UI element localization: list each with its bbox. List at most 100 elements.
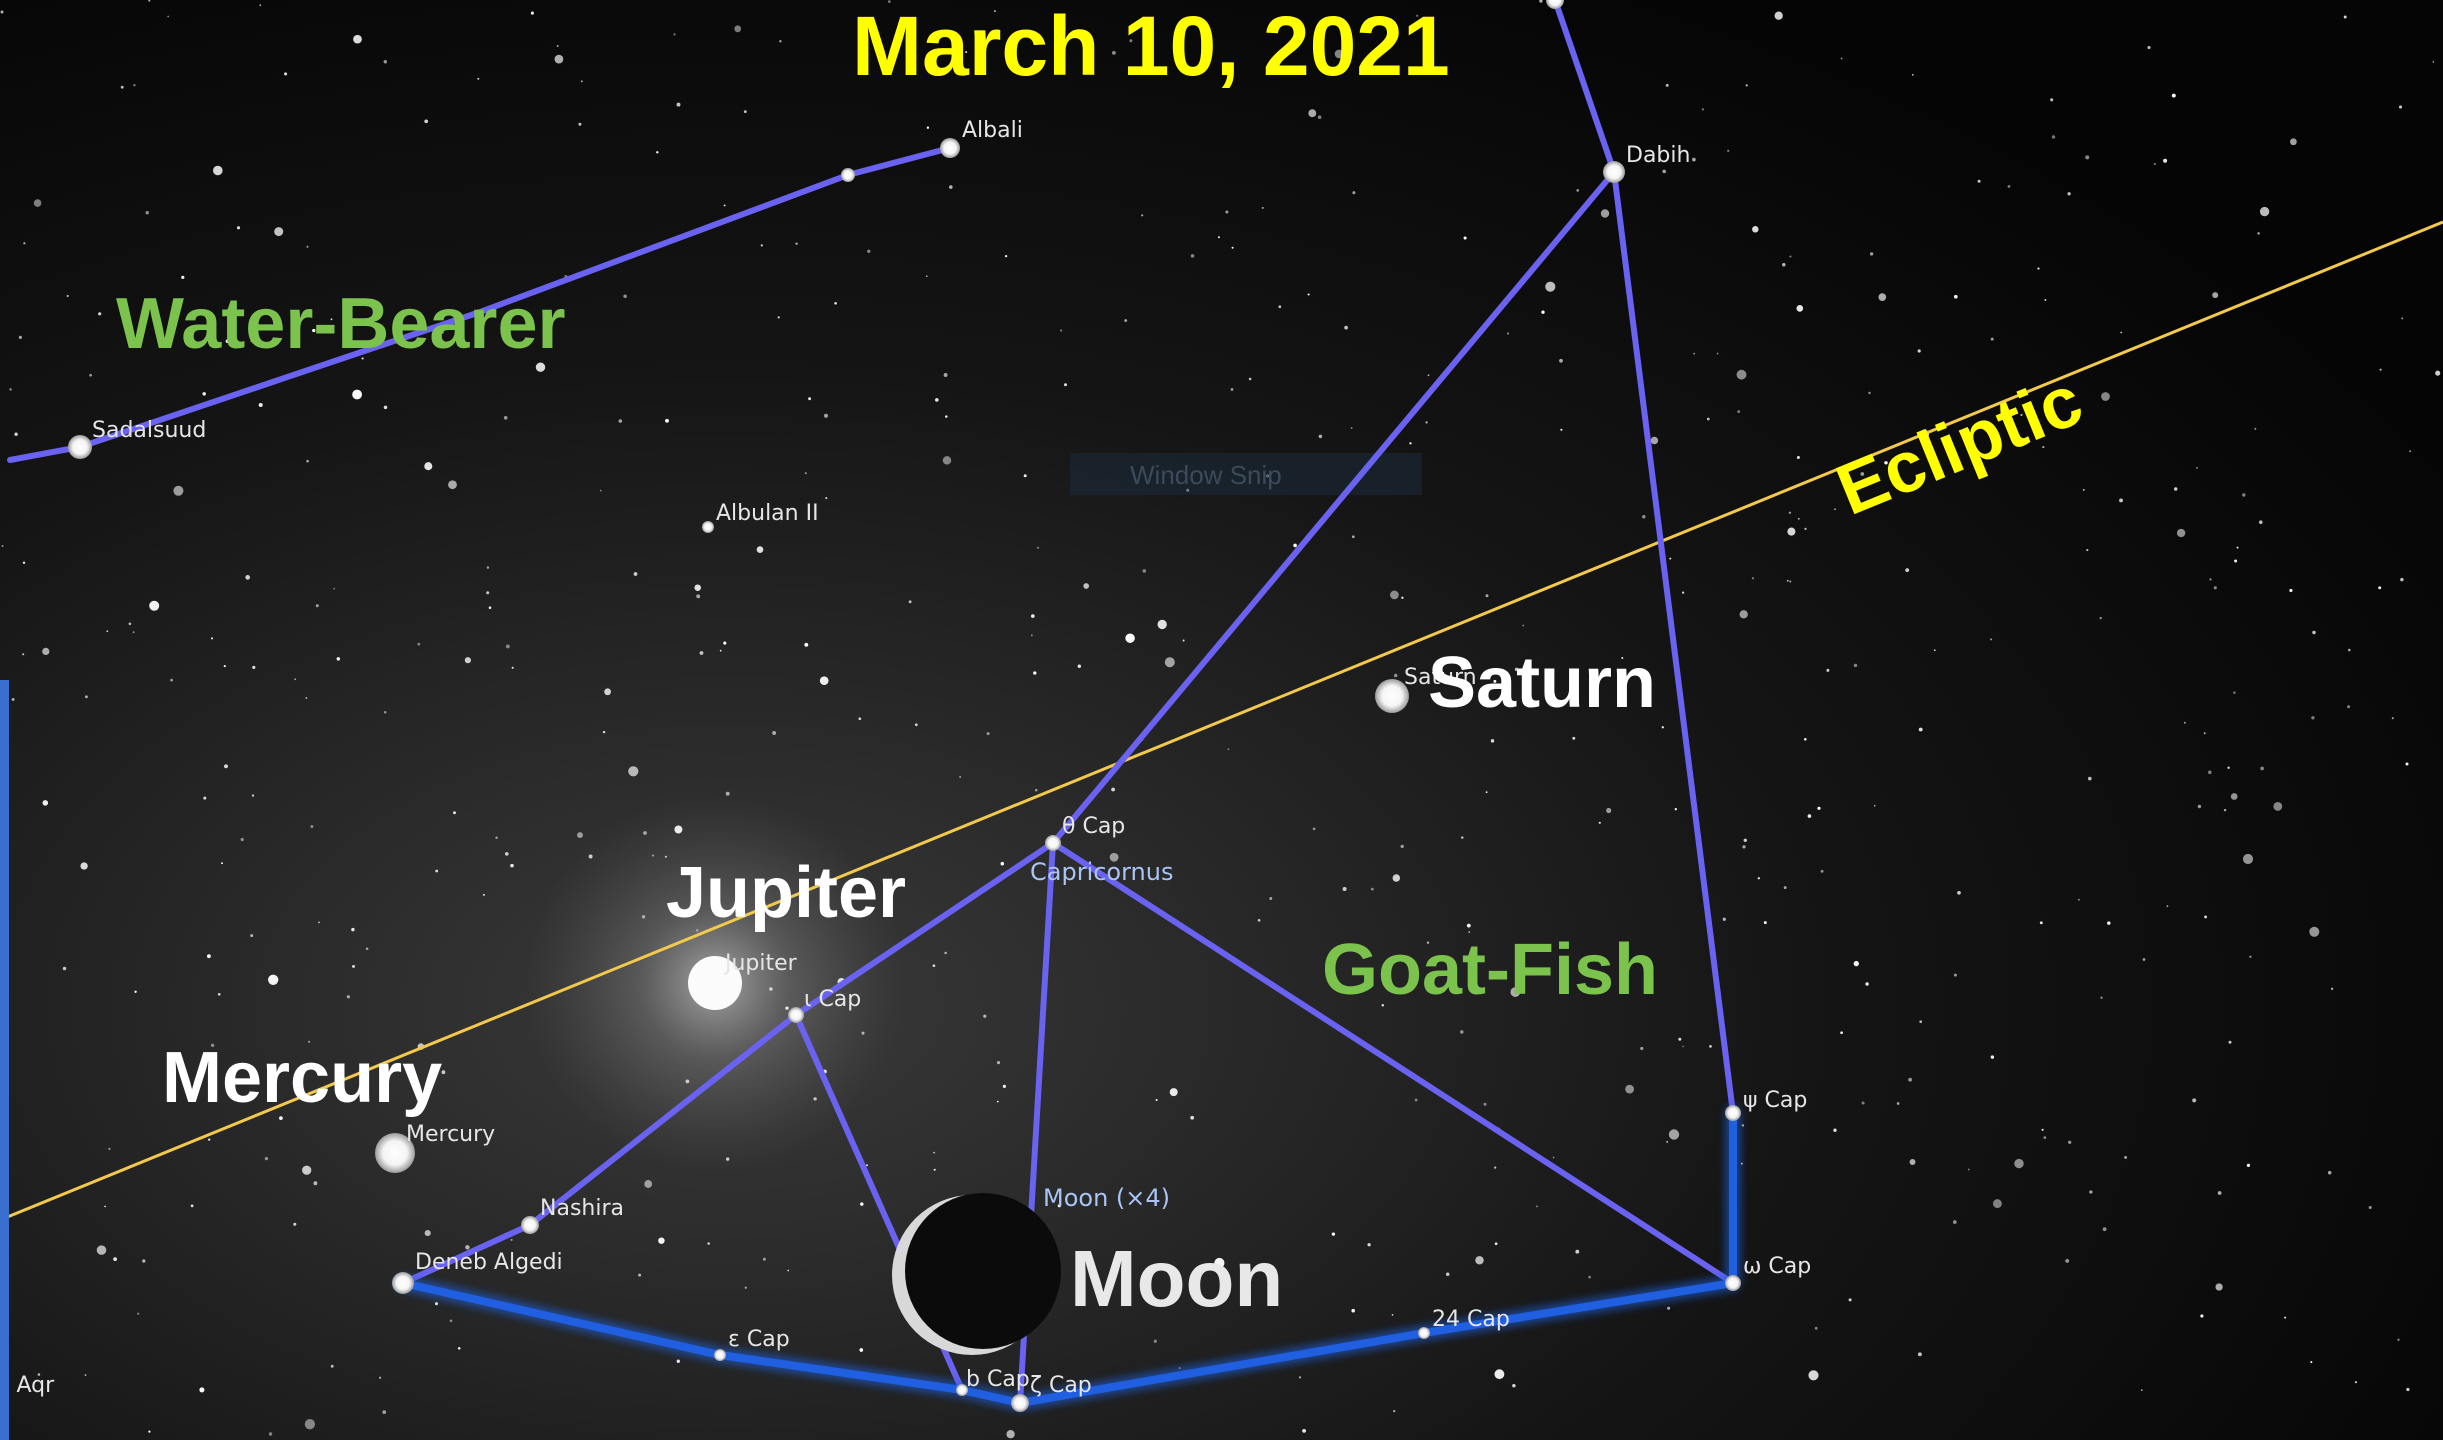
background-star — [1669, 557, 1672, 560]
label-sadalsuud: Sadalsuud — [92, 418, 206, 443]
background-star — [580, 80, 583, 83]
background-star — [1155, 1098, 1158, 1102]
background-star — [486, 591, 490, 595]
background-star — [274, 227, 284, 237]
star-albali — [940, 138, 960, 158]
background-star — [1919, 1020, 1923, 1024]
background-star — [1662, 169, 1666, 174]
background-star — [656, 151, 659, 154]
background-star — [1848, 1298, 1852, 1302]
mercury-dot — [375, 1133, 415, 1173]
background-star — [2042, 446, 2045, 449]
background-star — [787, 1269, 790, 1272]
background-star — [2223, 808, 2227, 812]
background-star — [495, 836, 498, 839]
background-star — [98, 312, 102, 316]
ecliptic-line — [0, 220, 2443, 1222]
background-star — [2200, 1314, 2204, 1318]
background-star — [1214, 1257, 1225, 1269]
label-capricornus: Capricornus — [1030, 858, 1173, 886]
background-star — [2213, 586, 2217, 590]
star-dabih — [1603, 161, 1625, 183]
background-star — [665, 418, 669, 423]
background-star — [1678, 1037, 1682, 1041]
background-star — [353, 34, 362, 44]
background-star — [734, 25, 742, 33]
background-star — [2230, 793, 2238, 800]
background-star — [1351, 535, 1355, 539]
background-star — [1834, 508, 1837, 511]
background-star — [365, 947, 369, 951]
background-star — [933, 1151, 936, 1154]
background-star — [1853, 960, 1859, 967]
background-star — [148, 1430, 151, 1433]
background-star — [0, 10, 4, 14]
star-epsilon-cap — [714, 1349, 726, 1361]
background-star — [1392, 874, 1401, 882]
background-star — [577, 832, 583, 839]
background-star — [1878, 293, 1887, 301]
background-star — [2259, 206, 2270, 217]
background-star — [935, 398, 939, 402]
background-star — [382, 1410, 387, 1414]
background-star — [959, 776, 961, 778]
background-star — [808, 397, 811, 401]
background-star — [1953, 294, 1958, 299]
background-star — [1494, 1369, 1505, 1380]
background-star — [1182, 639, 1185, 642]
background-star — [2254, 427, 2257, 430]
background-star — [441, 1070, 446, 1075]
background-star — [949, 185, 953, 189]
background-star — [1650, 436, 1659, 445]
background-star — [149, 600, 160, 611]
background-star — [2400, 577, 2404, 582]
background-star — [2176, 528, 2186, 538]
water-bearer-lines — [7, 145, 953, 463]
background-star — [2107, 921, 2111, 925]
background-star — [1674, 808, 1677, 811]
background-star — [310, 825, 314, 828]
background-star — [2246, 1163, 2251, 1168]
named-stars — [68, 0, 1741, 1412]
label-dabih: Dabih — [1626, 143, 1690, 168]
background-star — [1414, 1098, 1418, 1102]
background-star — [723, 641, 727, 645]
background-star — [346, 995, 351, 999]
background-star — [2234, 559, 2238, 563]
label-mercury: Mercury — [162, 1038, 442, 1118]
background-star — [1817, 806, 1821, 810]
background-star — [2215, 1283, 2223, 1291]
background-star — [1840, 1031, 1843, 1035]
background-star — [80, 862, 88, 870]
background-star — [294, 678, 297, 681]
background-star — [1298, 1376, 1302, 1379]
background-star — [866, 1164, 868, 1167]
background-star — [1248, 377, 1252, 381]
background-star — [250, 340, 253, 343]
background-star — [1840, 57, 1843, 60]
label-jupiter: Jupiter — [666, 853, 906, 933]
background-star — [760, 244, 763, 247]
star-psi-cap — [1725, 1105, 1741, 1121]
background-star — [1240, 1282, 1244, 1287]
background-star — [1661, 726, 1664, 729]
background-star — [1826, 668, 1830, 672]
background-star — [2142, 958, 2146, 961]
label-goat-fish: Goat-Fish — [1322, 930, 1658, 1010]
background-star — [477, 77, 480, 80]
background-star — [1490, 739, 1495, 743]
window-snip-text: Window Snip — [1130, 460, 1282, 490]
background-star — [302, 1165, 312, 1175]
background-star — [1977, 179, 1981, 183]
background-star — [448, 480, 457, 490]
background-star — [1308, 109, 1317, 118]
background-star — [2233, 691, 2236, 694]
background-star — [2405, 762, 2409, 766]
background-star — [2260, 766, 2264, 771]
background-star — [212, 165, 223, 176]
background-star — [2401, 317, 2404, 320]
background-star — [190, 1204, 194, 1208]
background-star — [1293, 543, 1297, 548]
background-star — [1000, 861, 1005, 866]
background-star — [199, 1387, 205, 1393]
